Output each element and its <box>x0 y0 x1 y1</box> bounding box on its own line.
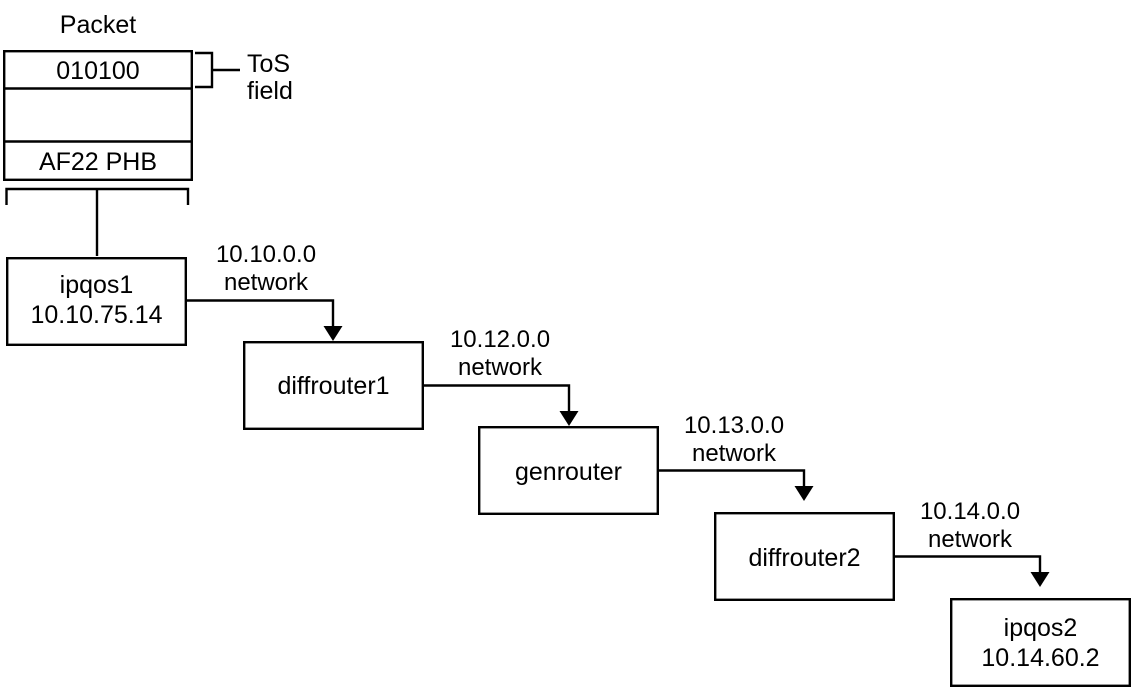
node-genrouter-name: genrouter <box>515 458 622 486</box>
packet-title: Packet <box>60 11 136 39</box>
link-4-arrowhead <box>1030 572 1050 587</box>
link-3-network-label: 10.13.0.0 <box>684 412 784 439</box>
link-1-path <box>186 299 335 326</box>
packet-to-node-brace <box>5 187 190 256</box>
tos-field-bracket <box>195 51 240 89</box>
packet-row-0-text: 010100 <box>56 57 139 85</box>
packet-box: 010100 AF22 PHB <box>2 50 194 182</box>
link-2-network-label: 10.12.0.0 <box>450 326 550 353</box>
link-3-path <box>657 469 806 486</box>
link-diffrouter1-genrouter: 10.12.0.0 network <box>422 326 579 426</box>
node-diffrouter2-name: diffrouter2 <box>748 544 860 572</box>
node-ipqos1-outline[interactable] <box>5 257 188 347</box>
node-ipqos2-address: 10.14.60.2 <box>981 644 1099 672</box>
node-ipqos2-name: ipqos2 <box>1004 614 1078 642</box>
tos-label-line2: field <box>247 77 293 105</box>
link-1-network-label: 10.10.0.0 <box>216 241 316 268</box>
link-4-path <box>893 555 1042 572</box>
link-ipqos1-diffrouter1: 10.10.0.0 network <box>186 241 343 341</box>
node-diffrouter1-outline[interactable] <box>242 341 425 431</box>
link-diffrouter2-ipqos2: 10.14.0.0 network <box>893 498 1050 587</box>
packet-box-outline <box>2 50 194 182</box>
tos-label-line1: ToS <box>247 50 290 78</box>
link-2-arrowhead <box>559 411 579 426</box>
link-genrouter-diffrouter2: 10.13.0.0 network <box>657 412 814 501</box>
link-2-network-suffix: network <box>458 354 543 381</box>
node-ipqos2-outline[interactable] <box>950 598 1132 688</box>
node-diffrouter1[interactable]: diffrouter1 <box>242 341 425 431</box>
node-diffrouter2[interactable]: diffrouter2 <box>714 512 896 602</box>
packet-row-2-text: AF22 PHB <box>39 148 157 176</box>
node-diffrouter2-outline[interactable] <box>714 512 896 602</box>
link-1-network-suffix: network <box>224 269 309 296</box>
link-3-network-suffix: network <box>692 440 777 467</box>
link-1-arrowhead <box>323 326 343 341</box>
node-ipqos1-address: 10.10.75.14 <box>30 301 162 329</box>
node-ipqos1-name: ipqos1 <box>60 271 134 299</box>
link-2-path <box>422 384 571 411</box>
node-ipqos2[interactable]: ipqos2 10.14.60.2 <box>950 598 1132 688</box>
link-4-network-suffix: network <box>928 526 1013 553</box>
tos-bracket-shape <box>195 51 214 89</box>
node-diffrouter1-name: diffrouter1 <box>277 372 389 400</box>
node-ipqos1[interactable]: ipqos1 10.10.75.14 <box>5 257 188 347</box>
node-genrouter[interactable]: genrouter <box>478 426 660 516</box>
link-4-network-label: 10.14.0.0 <box>920 498 1020 525</box>
link-3-arrowhead <box>794 486 814 501</box>
